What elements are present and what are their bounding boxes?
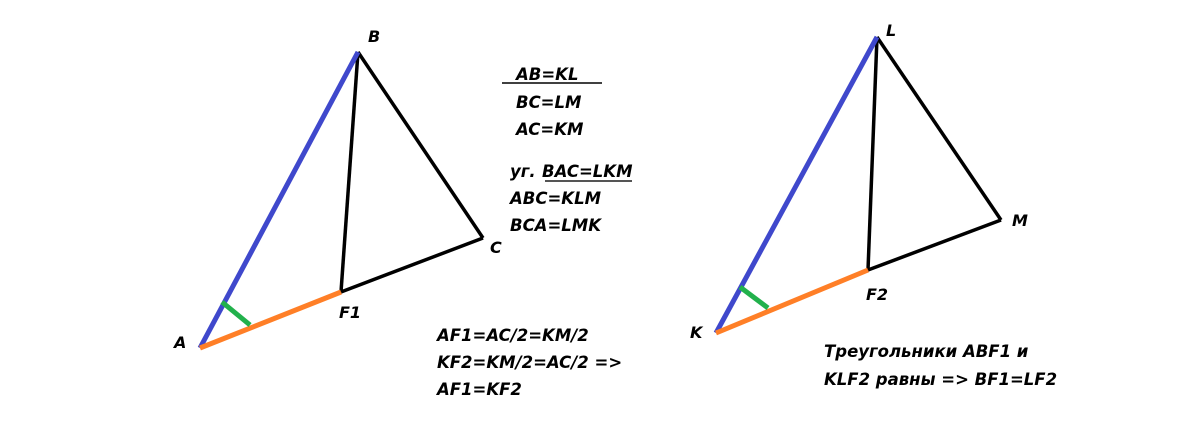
equality-1: AB=KL	[514, 65, 578, 84]
equality-3: AC=KM	[514, 120, 584, 139]
segment-af1	[199, 289, 342, 351]
side-bc	[356, 51, 485, 239]
angle-mark-k	[738, 285, 770, 310]
side-ab	[197, 50, 361, 350]
median-lf2	[866, 36, 879, 271]
conclusion-line-1: Треугольники ABF1 и	[824, 342, 1029, 361]
angle-prefix: уг.	[510, 162, 536, 181]
conclusion-line-2: KLF2 равны => BF1=LF2	[824, 370, 1057, 389]
label-l: L	[886, 21, 896, 40]
label-b: B	[368, 27, 380, 46]
proof-line-2: KF2=KM/2=AC/2 =>	[437, 353, 622, 372]
angle-mark-a	[220, 300, 252, 327]
proof-line-1: AF1=AC/2=KM/2	[435, 326, 589, 345]
label-k: K	[690, 323, 704, 342]
side-f1c	[340, 236, 484, 294]
label-f2: F2	[866, 285, 888, 304]
label-f1: F1	[339, 303, 361, 322]
side-lm	[875, 36, 1003, 221]
label-a: A	[172, 333, 186, 352]
label-m: M	[1012, 211, 1028, 230]
angle-1: BAC=LKM	[542, 162, 633, 181]
side-kl	[713, 35, 880, 335]
proof-line-3: AF1=KF2	[435, 380, 522, 399]
side-f2m	[867, 218, 1002, 272]
label-c: C	[490, 238, 502, 257]
angle-2: ABC=KLM	[508, 189, 602, 208]
angle-3: BCA=LMK	[510, 216, 602, 235]
median-bf1	[339, 51, 360, 293]
equality-2: BC=LM	[516, 93, 582, 112]
segment-kf2	[715, 267, 869, 336]
